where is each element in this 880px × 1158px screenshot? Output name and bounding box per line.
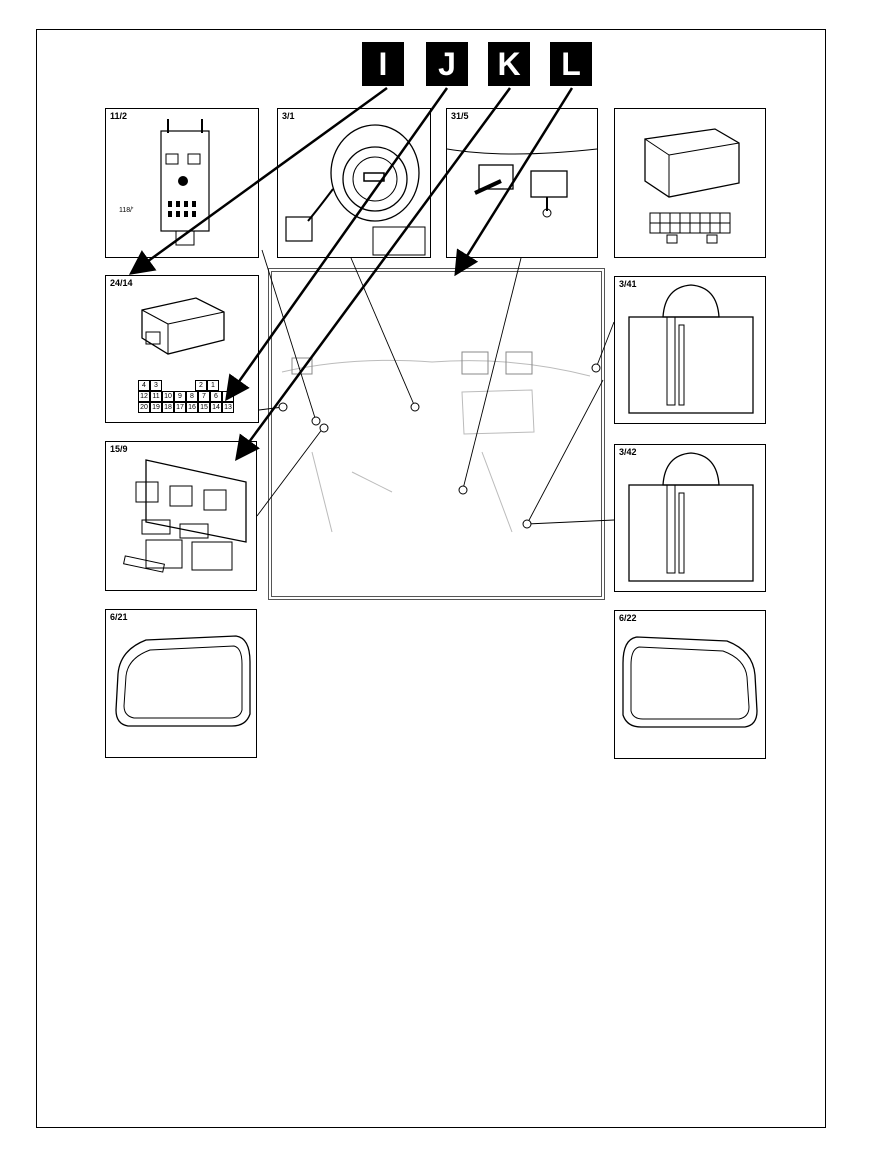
- callout-dot: [319, 423, 329, 433]
- panel-6-21: 6/21: [105, 609, 257, 758]
- pin: 14: [210, 402, 222, 413]
- panel-connector-top-right: [614, 108, 766, 258]
- panel-label: 3/1: [282, 111, 295, 121]
- leader-cube-2b: [526, 379, 604, 525]
- pin: 19: [150, 402, 162, 413]
- panel-31-5: 31/5: [446, 108, 598, 258]
- arrow-l: [454, 87, 574, 277]
- cube-connector-illustration: [628, 452, 754, 582]
- panel-3-1: 3/1: [277, 108, 431, 258]
- callout-dot: [522, 519, 532, 529]
- tile-i: I: [362, 42, 404, 86]
- tile-l: L: [550, 42, 592, 86]
- panel-label: 6/22: [619, 613, 637, 623]
- pin: 20: [138, 402, 150, 413]
- faded-dashboard-sketch: [281, 351, 591, 533]
- fuse-box-illustration: [123, 459, 247, 573]
- tile-j: J: [426, 42, 468, 86]
- pin: 8: [186, 391, 198, 402]
- leader-ignition: [350, 257, 416, 408]
- pin: 4: [138, 380, 150, 391]
- leader-cube-1: [595, 321, 615, 369]
- panel-3-41: 3/41: [614, 276, 766, 424]
- leader-cube-2: [526, 519, 615, 525]
- arrow-j: [225, 87, 449, 402]
- pin: 12: [138, 391, 150, 402]
- pin: 3: [150, 380, 162, 391]
- vehicle-interior-photo: [268, 268, 605, 600]
- pin: 7: [198, 391, 210, 402]
- pin-row-bottom: 20 19 18 17 16 15 14 13: [138, 402, 234, 413]
- ignition-switch-illustration: [285, 124, 426, 256]
- harness-connector-illustration: [141, 297, 225, 355]
- panel-label: 24/14: [110, 278, 133, 288]
- panel-3-42: 3/42: [614, 444, 766, 592]
- pin: 6: [210, 391, 222, 402]
- connector-illustration: [644, 128, 740, 244]
- pin-diagram: 4 3 2 1 12 11 10 9 8 7 6 5 20 19 18 17 1…: [138, 380, 234, 413]
- callout-dot: [311, 416, 321, 426]
- pin: 2: [195, 380, 207, 391]
- leader-relay: [261, 249, 317, 422]
- page-frame: [36, 29, 826, 1128]
- pin: 1: [207, 380, 219, 391]
- relay-callout: 118/': [119, 207, 134, 214]
- pin: 11: [150, 391, 162, 402]
- pin: 18: [162, 402, 174, 413]
- panel-label: 6/21: [110, 612, 128, 622]
- mirror-illustration-left: [115, 635, 251, 727]
- arrow-i: [128, 86, 388, 275]
- panel-label: 15/9: [110, 444, 128, 454]
- callout-dot: [410, 402, 420, 412]
- arrow-k: [235, 87, 512, 462]
- callout-dot: [278, 402, 288, 412]
- panel-11-2: 11/2 118/': [105, 108, 259, 258]
- sensor-illustration: [447, 148, 598, 218]
- callout-dot: [591, 363, 601, 373]
- pin: 9: [174, 391, 186, 402]
- leader-sensor: [462, 257, 522, 490]
- panel-label: 31/5: [451, 111, 469, 121]
- mirror-illustration-right: [622, 636, 758, 728]
- panel-label: 11/2: [110, 111, 128, 121]
- pin: 13: [222, 402, 234, 413]
- callout-dot: [458, 485, 468, 495]
- pin: 15: [198, 402, 210, 413]
- pin-row-top: 4 3 2 1: [138, 380, 234, 391]
- panel-label: 3/42: [619, 447, 637, 457]
- pin: 17: [174, 402, 186, 413]
- pin: 10: [162, 391, 174, 402]
- cube-connector-illustration: [628, 284, 754, 414]
- panel-label: 3/41: [619, 279, 637, 289]
- relay-illustration: [160, 119, 210, 246]
- pin: 16: [186, 402, 198, 413]
- panel-15-9: 15/9: [105, 441, 257, 591]
- tile-k: K: [488, 42, 530, 86]
- leader-fusebox: [256, 427, 324, 517]
- panel-6-22: 6/22: [614, 610, 766, 759]
